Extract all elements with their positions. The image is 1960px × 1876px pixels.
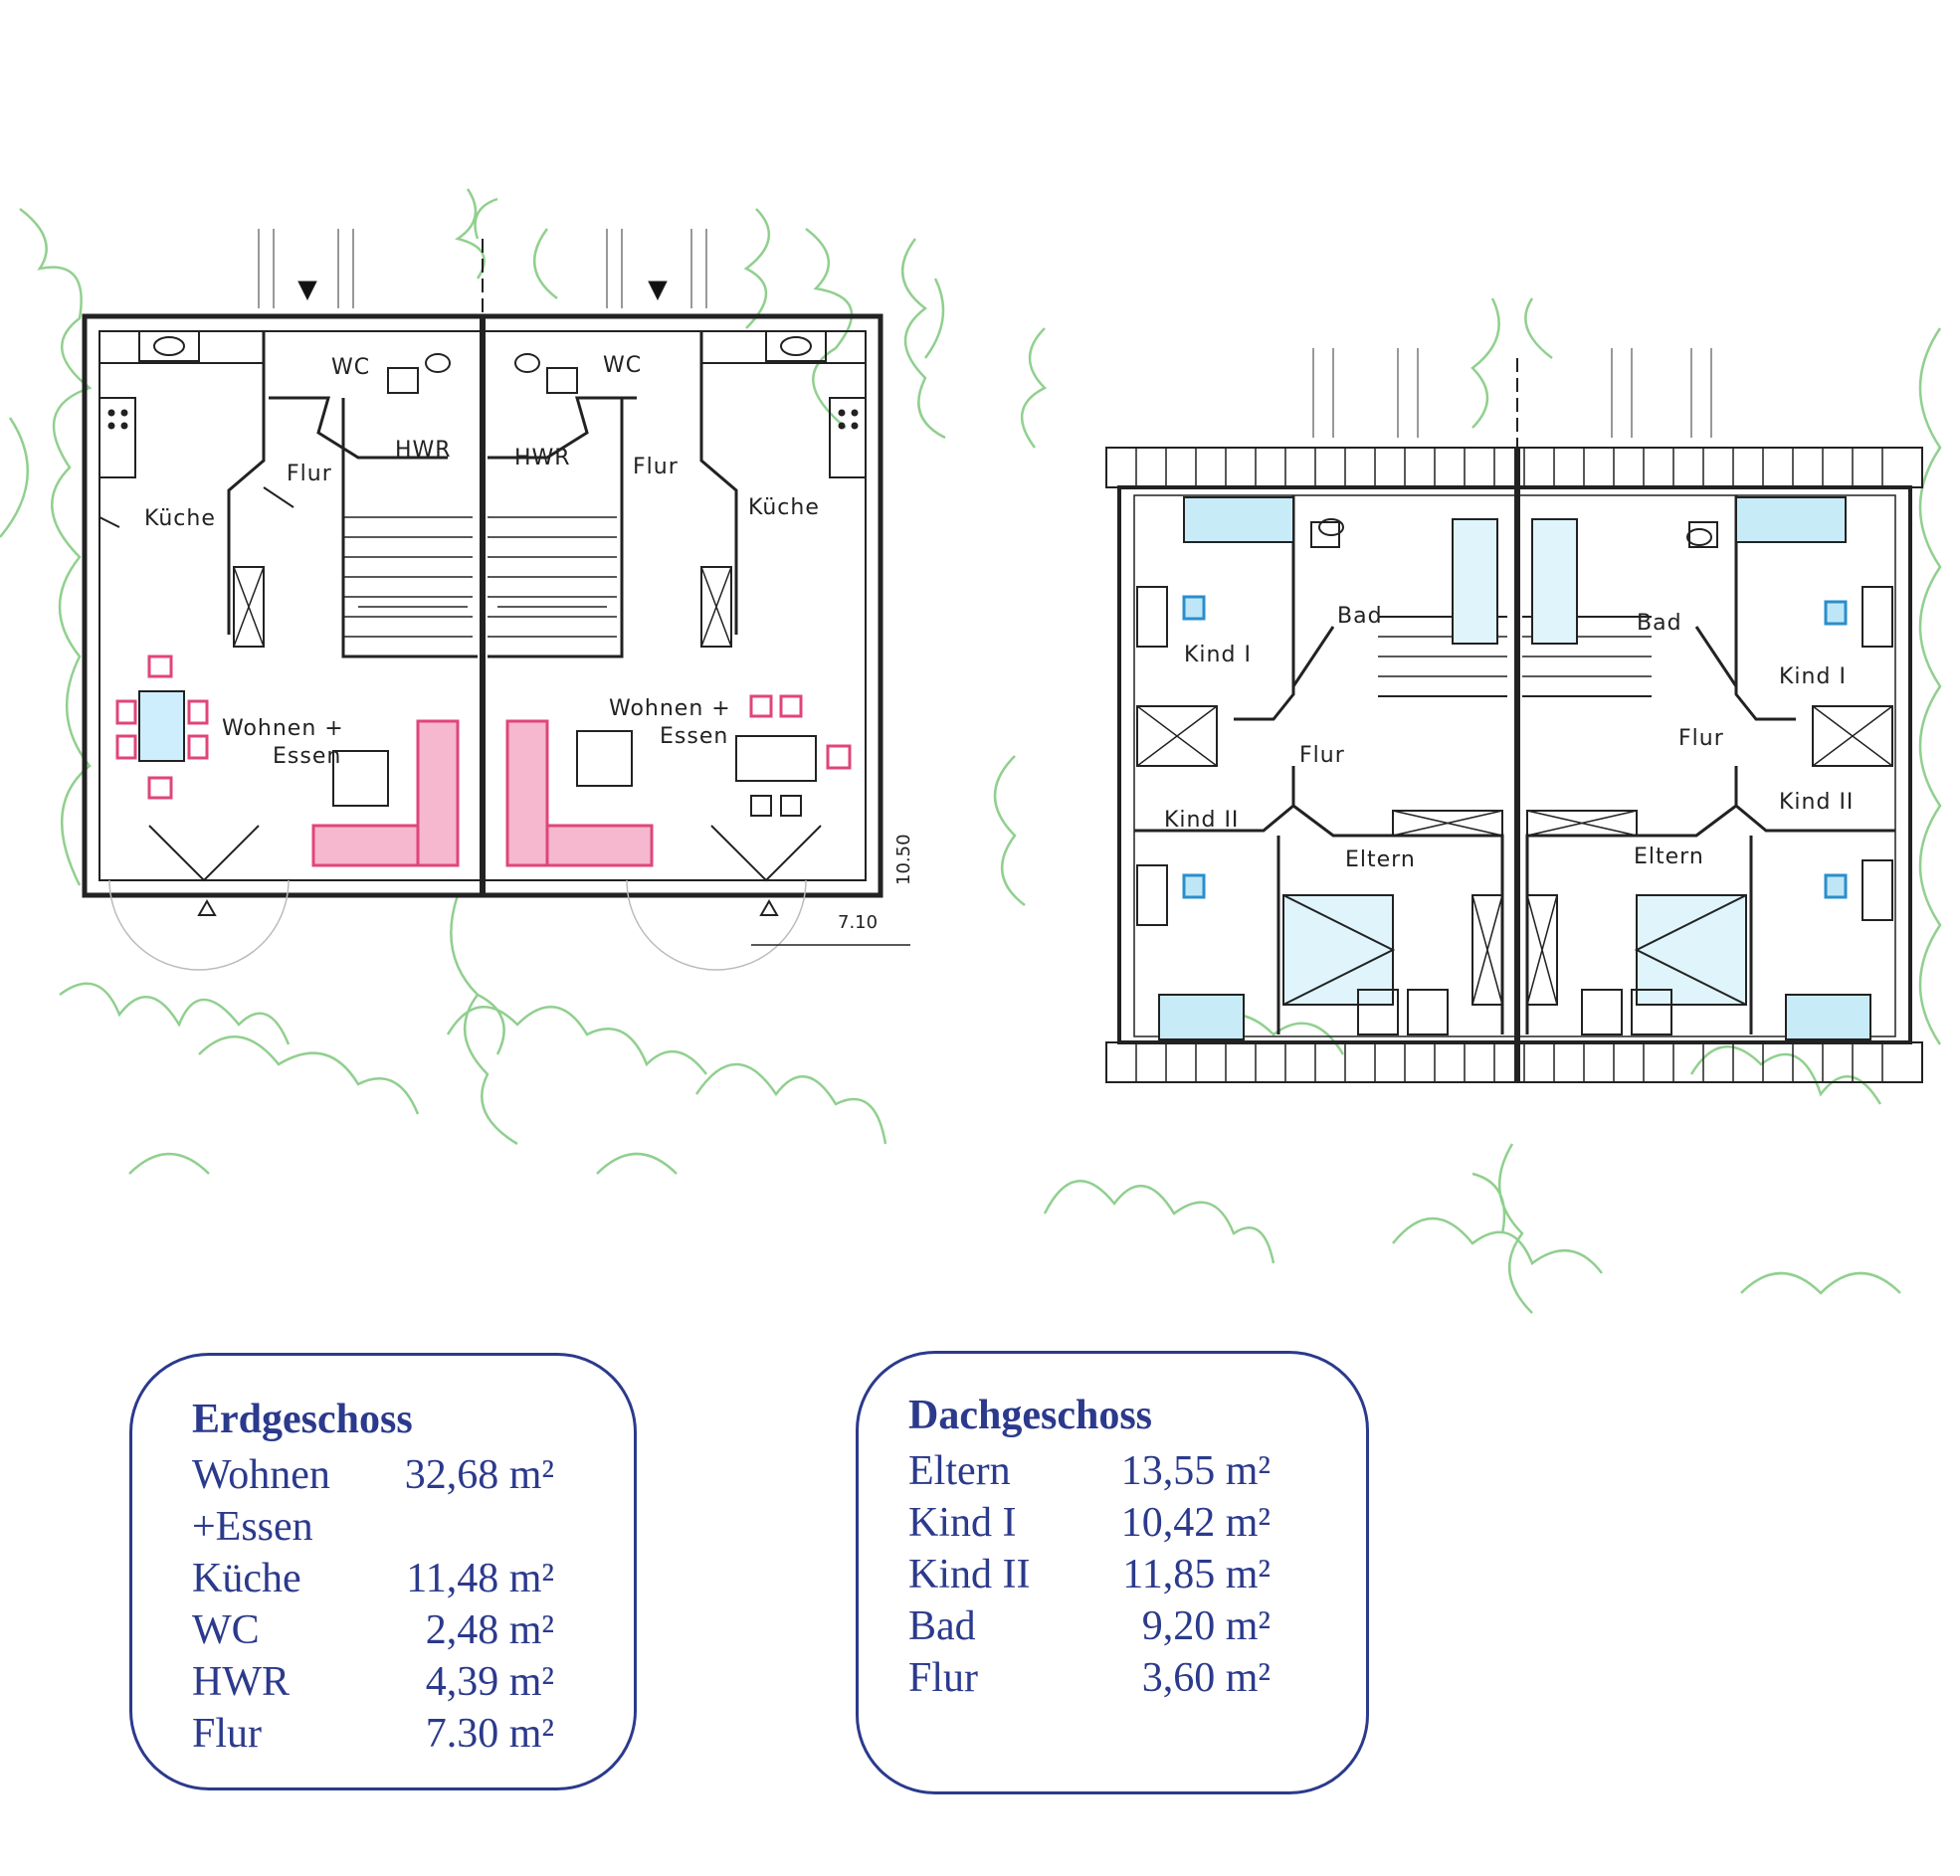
gf-left-wc-label: WC bbox=[331, 355, 370, 380]
gf-left-hwr-label: HWR bbox=[395, 438, 452, 463]
gf-right-hwr-label: HWR bbox=[514, 446, 571, 470]
legend-row-label: Bad bbox=[908, 1603, 976, 1649]
uf-right-flur-label: Flur bbox=[1678, 726, 1724, 751]
legend-row-label: Kind I bbox=[908, 1500, 1017, 1546]
legend-row-value bbox=[313, 1501, 554, 1553]
entrance-steps bbox=[258, 229, 707, 308]
legend-dachgeschoss: Dachgeschoss Eltern 13,55 m² Kind I 10,4… bbox=[856, 1351, 1369, 1794]
uf-left-bad-label: Bad bbox=[1337, 604, 1383, 629]
legend-row: Kind II 11,85 m² bbox=[908, 1549, 1271, 1600]
upper-floor-plan bbox=[1105, 348, 1923, 1083]
legend-row-label: HWR bbox=[192, 1659, 290, 1705]
legend-row: Flur 3,60 m² bbox=[908, 1652, 1271, 1704]
uf-left-kind2-label: Kind II bbox=[1164, 808, 1239, 833]
legend-row-value: 7.30 m² bbox=[425, 1711, 554, 1757]
tree-decoration bbox=[0, 188, 1942, 1314]
legend-row: Eltern 13,55 m² bbox=[908, 1445, 1271, 1497]
legend-row-label: Wohnen bbox=[192, 1452, 330, 1498]
legend-row-value: 10,42 m² bbox=[1120, 1500, 1271, 1546]
uf-right-kind1-label: Kind I bbox=[1779, 664, 1847, 689]
legend-row-value: 9,20 m² bbox=[1141, 1603, 1271, 1649]
legend-row-value: 3,60 m² bbox=[1141, 1655, 1271, 1701]
uf-right-bad-label: Bad bbox=[1637, 611, 1682, 636]
gf-right-kueche-label: Küche bbox=[748, 495, 820, 520]
legend-row-label: Küche bbox=[192, 1556, 301, 1601]
legend-row: WC 2,48 m² bbox=[192, 1604, 554, 1656]
legend-row-value: 13,55 m² bbox=[1120, 1448, 1271, 1494]
gf-depth-dimension: 10.50 bbox=[893, 834, 914, 885]
legend-row-value: 32,68 m² bbox=[404, 1452, 554, 1498]
legend-row-value: 11,85 m² bbox=[1122, 1552, 1271, 1597]
legend-row-label: Flur bbox=[192, 1711, 263, 1757]
gf-left-flur-label: Flur bbox=[287, 462, 332, 486]
uf-left-eltern-label: Eltern bbox=[1345, 847, 1416, 872]
legend-dachgeschoss-title: Dachgeschoss bbox=[908, 1393, 1153, 1438]
legend-row-label: WC bbox=[192, 1607, 260, 1653]
ground-floor-plan bbox=[82, 229, 910, 971]
gf-right-wc-label: WC bbox=[603, 353, 642, 378]
legend-row: Küche 11,48 m² bbox=[192, 1553, 554, 1604]
legend-row-value: 4,39 m² bbox=[425, 1659, 554, 1705]
legend-erdgeschoss: Erdgeschoss Wohnen 32,68 m² +Essen Küche… bbox=[129, 1353, 637, 1790]
uf-left-flur-label: Flur bbox=[1299, 743, 1345, 768]
legend-row-label: Eltern bbox=[908, 1448, 1011, 1494]
gf-right-flur-label: Flur bbox=[633, 455, 679, 479]
legend-row-label: +Essen bbox=[192, 1504, 313, 1550]
gf-right-essen-label: Essen bbox=[660, 724, 728, 749]
uf-right-kind2-label: Kind II bbox=[1779, 790, 1854, 815]
legend-row: Bad 9,20 m² bbox=[908, 1600, 1271, 1652]
legend-row-label: Flur bbox=[908, 1655, 979, 1701]
legend-row-value: 11,48 m² bbox=[406, 1556, 554, 1601]
gf-left-kueche-label: Küche bbox=[144, 506, 216, 531]
gf-right-wohnen-label: Wohnen + bbox=[609, 696, 731, 721]
legend-row: HWR 4,39 m² bbox=[192, 1656, 554, 1708]
legend-erdgeschoss-title: Erdgeschoss bbox=[192, 1397, 413, 1442]
gf-width-dimension: 7.10 bbox=[838, 912, 878, 933]
legend-row: Wohnen 32,68 m² bbox=[192, 1449, 554, 1501]
uf-left-kind1-label: Kind I bbox=[1184, 643, 1252, 667]
legend-row: +Essen bbox=[192, 1501, 554, 1553]
legend-row-value: 2,48 m² bbox=[425, 1607, 554, 1653]
uf-right-eltern-label: Eltern bbox=[1634, 844, 1704, 869]
gf-left-wohnen-label: Wohnen + bbox=[222, 716, 344, 741]
legend-row-label: Kind II bbox=[908, 1552, 1031, 1597]
legend-row: Kind I 10,42 m² bbox=[908, 1497, 1271, 1549]
legend-row: Flur 7.30 m² bbox=[192, 1708, 554, 1760]
gf-left-essen-label: Essen bbox=[273, 744, 341, 769]
